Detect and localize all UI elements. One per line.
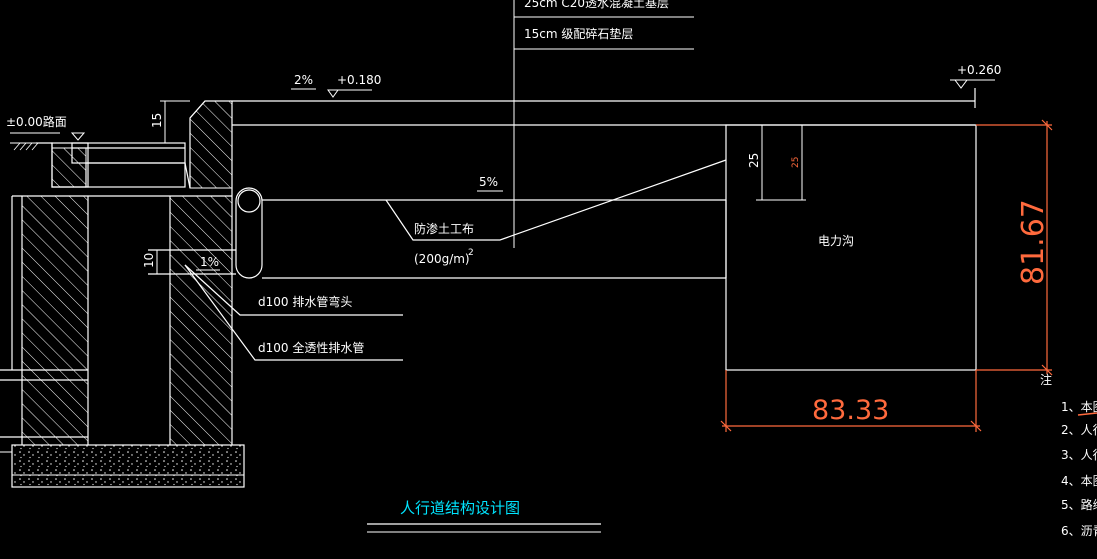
pipe-perforated-label: d100 全透性排水管 [258, 340, 364, 355]
layer-leader [513, 0, 694, 248]
drain-pipe [148, 187, 403, 361]
road-zero-label: ±0.00路面 [6, 114, 67, 129]
layer-label-1: 25cm C20透水混凝土基层 [524, 0, 669, 10]
geotextile-label: 防渗土工布 [414, 221, 474, 236]
trench-cover-dim-2: 25 [791, 157, 801, 168]
pipe-elbow-label: d100 排水管弯头 [258, 294, 352, 309]
slab-edge-hatch [189, 100, 233, 189]
geotextile-spec: (200g/m) [414, 252, 470, 266]
small-dims [156, 100, 806, 274]
note-4: 4、本图所 [1061, 474, 1097, 488]
geotextile-sup: 2 [468, 248, 474, 258]
elevation-markers [10, 79, 995, 271]
trench-dimensions [720, 119, 1053, 432]
walk-slope-label: 2% [294, 73, 313, 87]
walk-edge-elev: +0.180 [337, 73, 381, 87]
curb-height-dim: 15 [150, 113, 164, 128]
trench-width-dim: 83.33 [812, 395, 889, 426]
drawing-title: 人行道结构设计图 [400, 499, 520, 517]
concrete-base [11, 444, 245, 488]
note-6: 6、沥青面 [1061, 524, 1097, 538]
note-1: 1、本图尺 [1061, 400, 1097, 414]
note-3: 3、人行道 [1061, 448, 1097, 462]
walk-far-elev: +0.260 [957, 63, 1001, 77]
pipe-gap-dim: 10 [142, 253, 156, 268]
note-5: 5、路缘石 [1061, 497, 1097, 512]
road-ground-hatch [13, 142, 39, 151]
note-head: 注 [1040, 372, 1052, 387]
trench-label: 电力沟 [818, 234, 854, 248]
pipe-slope-label: 1% [200, 255, 219, 269]
geo-slope-label: 5% [479, 175, 498, 189]
layer-label-2: 15cm 级配碎石垫层 [524, 26, 633, 41]
note-2: 2、人行道 [1061, 423, 1097, 437]
masonry-left [21, 195, 89, 446]
trench-cover-dim-1: 25 [747, 153, 761, 168]
masonry-right [169, 195, 233, 446]
trench-height-dim: 81.67 [1016, 199, 1051, 285]
curb-hatch [51, 147, 87, 188]
